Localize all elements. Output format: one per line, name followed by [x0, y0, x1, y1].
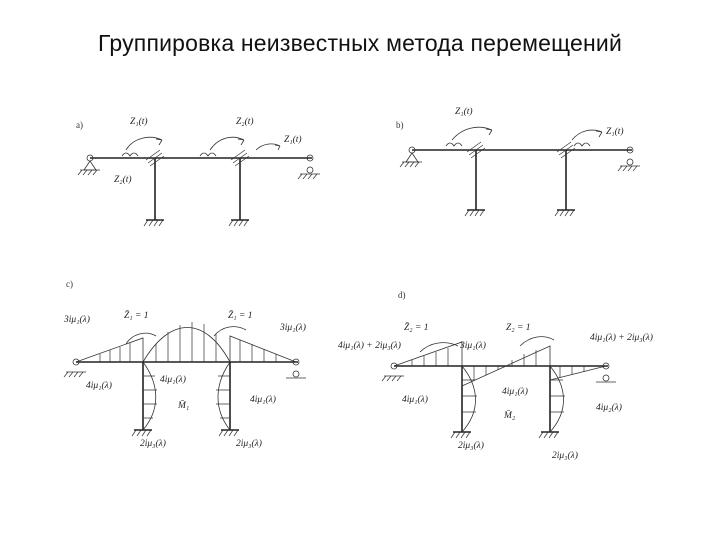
z2-unit-label: Z₂ = 1 [506, 323, 531, 333]
support-hatch [228, 219, 249, 227]
hinge-icon [72, 358, 80, 366]
moment-diagram [229, 335, 297, 363]
support-hatch [554, 209, 575, 217]
moment-value-label: 2iμ₃(λ) [140, 438, 166, 449]
rotation-arrow-icon [213, 326, 247, 337]
z1-label: Z₁(t) [284, 134, 302, 145]
diagram-name: M̄₁ [177, 400, 189, 411]
support-hatch [77, 169, 98, 176]
support-hatch [538, 431, 559, 439]
joint-hatch [556, 141, 576, 159]
panel-c-label: c) [66, 279, 73, 289]
z1-label: Z₁(t) [130, 116, 148, 127]
joint-hatch [466, 141, 486, 159]
z1-label: Z₁(t) [606, 126, 624, 137]
hinge-icon [602, 362, 610, 370]
roller-icon [626, 158, 634, 166]
arrowhead-icon [485, 128, 493, 136]
moment-value-label: 4iμ₁(λ) [250, 394, 276, 405]
joint-hatch [230, 149, 250, 167]
rotation-arrow-icon [519, 336, 555, 347]
hinge-icon [390, 362, 398, 370]
moment-hatch [411, 348, 585, 413]
rotation-arrow-icon [255, 143, 281, 151]
support-hatch [131, 429, 152, 437]
moment-diagram [393, 341, 607, 387]
pin-support [405, 152, 419, 163]
rotation-arrow-icon [451, 126, 493, 141]
joint-hatch [145, 149, 165, 167]
z1-unit-label: Z̄₁ = 1 [228, 310, 253, 321]
z2-label: Z₂(t) [236, 116, 254, 127]
spring-icon [121, 152, 217, 157]
moment-value-label: 4iμ₁(λ) [86, 380, 112, 391]
moment-value-label: 4iμ₁(λ) + 2iμ₃(λ) [338, 340, 401, 351]
panel-b-label: b) [396, 120, 404, 130]
arrowhead-icon [595, 130, 603, 138]
panel-d: d) Z̄₂ = 1 Z₂ = 1 4iμ₁(λ) + 2iμ₃(λ) 3iμ₁… [338, 290, 653, 461]
moment-value-label: 2iμ₃(λ) [552, 450, 578, 461]
roller-icon [292, 370, 300, 378]
rotation-arrow-icon [125, 136, 163, 151]
rotation-arrow-icon [125, 332, 157, 345]
support-hatch [218, 429, 239, 437]
moment-diagram [75, 337, 144, 363]
support-hatch [297, 173, 318, 180]
support-hatch [464, 209, 485, 217]
z2-label: Z₂(t) [114, 174, 132, 185]
moment-value-label: 3iμ₁(λ) [279, 322, 306, 333]
arrowhead-icon [237, 138, 245, 146]
roller-icon [602, 374, 610, 382]
panel-a-label: a) [76, 120, 83, 130]
support-hatch [450, 431, 471, 439]
moment-value-label: 2iμ₃(λ) [458, 440, 484, 451]
panel-b: b) Z₁(t) Z₁(t) [396, 106, 640, 217]
moment-diagram [142, 361, 231, 431]
moment-value-label: 4iμ₂(λ) [596, 402, 622, 413]
z1-label: Z₁(t) [455, 106, 473, 117]
hinge-icon [292, 358, 300, 366]
z1-unit-label: Z̄₁ = 1 [124, 310, 149, 321]
arrowhead-icon [155, 138, 163, 146]
rotation-arrow-icon [419, 342, 459, 353]
support-hatch [617, 165, 638, 172]
moment-value-label: 4iμ₁(λ) [502, 386, 528, 397]
moment-value-label: 4iμ₁(λ) [160, 374, 186, 385]
diagram-name: M̄₂ [503, 410, 516, 421]
spring-icon [445, 142, 591, 147]
support-hatch [381, 375, 402, 382]
moment-hatch [99, 322, 277, 419]
support-hatch [63, 371, 84, 378]
slide-title: Группировка неизвестных метода перемещен… [98, 30, 622, 56]
z2-unit-label: Z̄₂ = 1 [404, 322, 429, 333]
moment-diagram [142, 327, 231, 363]
roller-icon [306, 166, 314, 174]
hinge-icon [306, 154, 314, 162]
support-hatch [143, 219, 164, 227]
arrowhead-icon [274, 144, 281, 151]
moment-value-label: 3iμ₁(λ) [459, 340, 486, 351]
moment-value-label: 4iμ₁(λ) + 2iμ₃(λ) [590, 332, 653, 343]
panel-c: c) Z̄₁ = 1 Z̄₁ = 1 3iμ₁(λ) 3iμ₁(λ) 4iμ₁(… [63, 279, 306, 449]
pin-support [83, 160, 97, 171]
moment-value-label: 3iμ₁(λ) [63, 314, 90, 325]
support-hatch [399, 161, 420, 168]
moment-value-label: 4iμ₁(λ) [402, 394, 428, 405]
moment-value-label: 2iμ₃(λ) [236, 438, 262, 449]
moment-diagram [461, 365, 564, 433]
hinge-icon [626, 146, 634, 154]
panel-d-label: d) [398, 290, 406, 300]
panel-a: a) Z₁(t) Z₂(t) Z₁(t) Z₂(t) [76, 116, 320, 227]
rotation-arrow-icon [209, 136, 245, 151]
